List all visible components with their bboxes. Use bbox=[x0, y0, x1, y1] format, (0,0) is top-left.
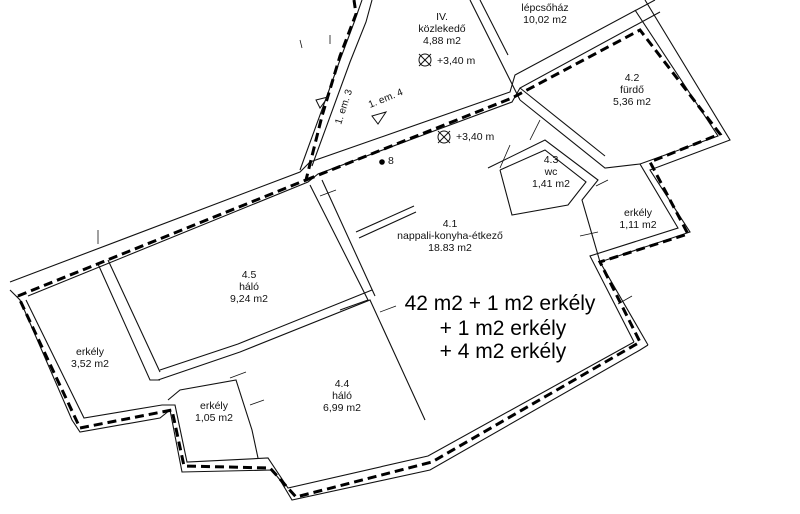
room-name: wc bbox=[544, 166, 558, 178]
room-number: 4.4 bbox=[335, 378, 350, 390]
partition-bedrooms bbox=[157, 299, 426, 421]
wc-wall-inner bbox=[499, 149, 587, 216]
partition-living-bedroom-inner bbox=[321, 179, 376, 297]
staircase-wall-2 bbox=[479, 0, 509, 56]
bathroom-wall-inner bbox=[519, 87, 606, 157]
summary-line-2: + 1 m2 erkély bbox=[440, 317, 567, 340]
room-number: 4.1 bbox=[443, 218, 458, 230]
room-halo-2: 4.4 háló 6,99 m2 bbox=[323, 378, 361, 414]
summary-line-3: + 4 m2 erkély bbox=[440, 340, 567, 363]
room-name: közlekedő bbox=[418, 23, 465, 35]
room-name: háló bbox=[239, 281, 259, 293]
unit-boundary bbox=[17, 0, 358, 298]
room-area: 4,88 m2 bbox=[423, 35, 461, 47]
room-area: 1,11 m2 bbox=[619, 219, 656, 231]
level-marker-1 bbox=[418, 53, 432, 67]
level-marker-2 bbox=[437, 130, 451, 144]
room-furdo: 4.2 fürdő 5,36 m2 bbox=[613, 72, 651, 108]
room-area: 1,05 m2 bbox=[195, 412, 233, 424]
room-name: erkély bbox=[200, 400, 229, 412]
point-label: 8 bbox=[388, 155, 394, 167]
outer-wall-north bbox=[9, 0, 656, 283]
outer-wall-east bbox=[599, 0, 731, 346]
area-summary: 42 m2 + 1 m2 erkély + 1 m2 erkély + 4 m2… bbox=[405, 292, 596, 363]
room-name: lépcsőház bbox=[521, 2, 568, 14]
inner-wall-south bbox=[25, 299, 635, 489]
room-number: 4.3 bbox=[544, 154, 559, 166]
wc-wall bbox=[487, 139, 601, 263]
section-label-4: 1. em. 4 bbox=[367, 87, 405, 111]
section-mark-4: 1. em. 4 bbox=[367, 87, 405, 125]
room-erkely-left: erkély 3,52 m2 bbox=[71, 346, 109, 370]
room-lepcsohaz: lépcsőház 10,02 m2 bbox=[521, 2, 568, 26]
room-number: 4.5 bbox=[242, 269, 257, 281]
room-number: 4.2 bbox=[625, 72, 640, 84]
staircase-wall bbox=[469, 0, 521, 101]
room-name: fürdő bbox=[620, 84, 644, 96]
room-halo-1: 4.5 háló 9,24 m2 bbox=[230, 269, 268, 305]
room-name: erkély bbox=[76, 346, 105, 358]
room-nappali: 4.1 nappali-konyha-étkező 18.83 m2 bbox=[397, 218, 503, 254]
level-label-2: +3,40 m bbox=[456, 131, 494, 143]
walls bbox=[9, 0, 731, 501]
partition-living-bedroom bbox=[309, 184, 369, 311]
corridor-wall-inner bbox=[311, 0, 373, 167]
room-area: 1,41 m2 bbox=[532, 178, 570, 190]
room-kozlekedo: IV. közlekedő 4,88 m2 bbox=[418, 11, 465, 47]
room-erkely-right: erkély 1,11 m2 bbox=[619, 207, 656, 231]
room-erkely-small: erkély 1,05 m2 bbox=[195, 400, 233, 424]
partition-bedrooms-inner bbox=[159, 289, 373, 371]
room-area: 5,36 m2 bbox=[613, 96, 651, 108]
unit-boundary-east bbox=[16, 28, 723, 499]
small-balcony-wall bbox=[167, 379, 259, 459]
section-label-3: 1. em. 3 bbox=[333, 88, 355, 126]
room-area: 9,24 m2 bbox=[230, 293, 268, 305]
room-name: háló bbox=[332, 390, 352, 402]
room-area: 3,52 m2 bbox=[71, 358, 109, 370]
room-area: 6,99 m2 bbox=[323, 402, 361, 414]
room-wc: 4.3 wc 1,41 m2 bbox=[532, 154, 570, 190]
room-name: nappali-konyha-étkező bbox=[397, 230, 503, 242]
kitchen-counter bbox=[355, 205, 415, 233]
room-number: IV. bbox=[436, 11, 448, 23]
outer-wall-south bbox=[9, 289, 649, 501]
partition-left-balcony bbox=[97, 263, 160, 381]
room-area: 18.83 m2 bbox=[428, 242, 472, 254]
partition-left-balcony-inner bbox=[107, 259, 161, 373]
survey-point bbox=[379, 159, 385, 165]
summary-line-1: 42 m2 + 1 m2 erkély bbox=[405, 292, 596, 315]
bathroom-wall bbox=[519, 99, 641, 169]
level-label-1: +3,40 m bbox=[437, 55, 475, 67]
room-area: 10,02 m2 bbox=[523, 14, 567, 26]
inner-wall-east bbox=[589, 9, 719, 343]
kitchen-counter-2 bbox=[358, 211, 417, 239]
room-name: erkély bbox=[624, 207, 653, 219]
